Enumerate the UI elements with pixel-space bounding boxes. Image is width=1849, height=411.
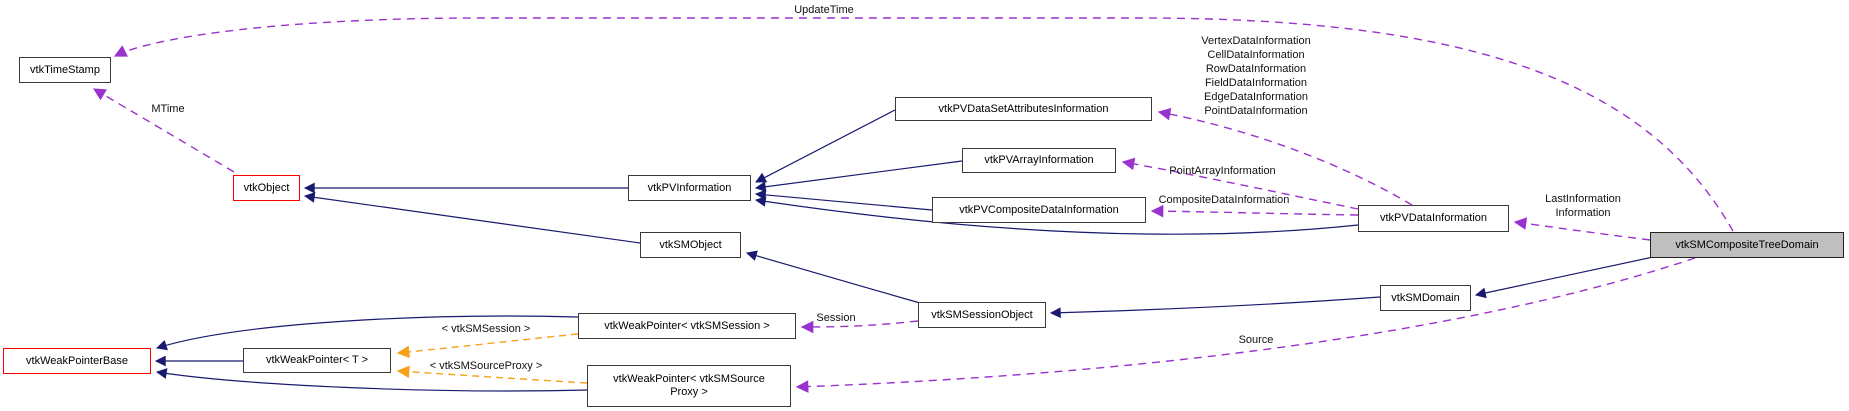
node-vtksmdomain[interactable]: vtkSMDomain <box>1380 285 1471 311</box>
node-vtkpvinformation[interactable]: vtkPVInformation <box>628 175 751 201</box>
node-vtkpvdatasetattributesinformation[interactable]: vtkPVDataSetAttributesInformation <box>895 97 1152 121</box>
edge-label-updatetime: UpdateTime <box>794 4 854 16</box>
node-label: vtkPVDataSetAttributesInformation <box>938 102 1109 115</box>
node-label: vtkPVDataInformation <box>1380 212 1487 224</box>
edge-inheritance-pvdatainfo-to-pvinformation <box>754 196 1359 235</box>
edge-label-lastinformation: LastInformation Information <box>1533 192 1633 220</box>
edge-usage-compositedata <box>1150 204 1359 218</box>
node-vtktimestamp[interactable]: vtkTimeStamp <box>19 57 111 83</box>
node-label: vtkObject <box>243 181 290 194</box>
node-vtkobject[interactable]: vtkObject <box>233 175 300 201</box>
edge-label-pointarrayinformation: PointArrayInformation <box>1169 165 1276 177</box>
edge-label-line: EdgeDataInformation <box>1204 91 1308 103</box>
node-label: vtkPVCompositeDataInformation <box>959 203 1119 216</box>
edge-label-template-vtksmsession: < vtkSMSession > <box>441 323 531 335</box>
node-vtkweakpointer-vtksmsession[interactable]: vtkWeakPointer< vtkSMSession > <box>578 313 796 339</box>
node-vtkpvdatainformation[interactable]: vtkPVDataInformation <box>1358 205 1509 232</box>
edge-usage-attrinfos <box>1157 107 1413 206</box>
node-label: vtkWeakPointer< vtkSMSession > <box>604 319 770 332</box>
edge-template-session <box>396 333 579 359</box>
edge-template-sourceproxy <box>396 365 588 384</box>
edge-label-line: Information <box>1555 207 1611 219</box>
edge-usage-pointarray <box>1121 157 1359 210</box>
edge-label-compositedatainformation: CompositeDataInformation <box>1158 194 1290 206</box>
node-label: vtkPVInformation <box>647 181 732 194</box>
edge-label-line: LastInformation <box>1545 193 1621 205</box>
node-vtkweakpointerbase[interactable]: vtkWeakPointerBase <box>3 348 151 374</box>
edge-inheritance-wpsourceproxy-to-wpbase <box>155 368 590 392</box>
node-vtkweakpointer-t[interactable]: vtkWeakPointer< T > <box>243 348 391 373</box>
node-vtksmcompositetreedomain[interactable]: vtkSMCompositeTreeDomain <box>1650 232 1844 258</box>
edge-inheritance-pvarray-to-pvinformation <box>754 160 963 193</box>
edge-label-mtime: MTime <box>151 103 185 115</box>
edge-usage-source <box>795 257 1696 393</box>
node-label-line1: vtkWeakPointer< vtkSMSource <box>613 373 765 385</box>
edge-usage-updatetime <box>113 17 1734 232</box>
edge-usage-mtime <box>92 88 235 173</box>
node-label: vtkSMObject <box>659 238 722 251</box>
edge-label-line: PointDataInformation <box>1204 105 1308 117</box>
edge-inheritance-pvdsattr-to-pvinformation <box>755 109 896 183</box>
edge-label-line: FieldDataInformation <box>1204 77 1308 89</box>
node-label: vtkPVArrayInformation <box>984 154 1094 166</box>
edge-inheritance-pvcomposite-to-pvinformation <box>754 189 933 211</box>
node-label-line2: Proxy > <box>670 386 708 398</box>
node-vtksmobject[interactable]: vtkSMObject <box>640 232 741 258</box>
edge-inheritance-smobject-to-vtkobject <box>303 192 641 244</box>
edge-label-line: CellDataInformation <box>1207 49 1305 61</box>
node-label: vtkWeakPointerBase <box>26 354 128 367</box>
edge-label-line: VertexDataInformation <box>1201 35 1311 47</box>
edge-inheritance-smdomain-to-smsessionobj <box>1049 296 1381 319</box>
node-vtkpvarrayinformation[interactable]: vtkPVArrayInformation <box>962 148 1116 173</box>
edge-inheritance-smcomposite-to-smdomain <box>1474 256 1654 299</box>
node-vtksmsessionobject[interactable]: vtkSMSessionObject <box>918 302 1046 328</box>
edge-inheritance-wpsession-to-wpbase <box>155 315 579 351</box>
node-label: vtkWeakPointer< T > <box>265 354 369 366</box>
node-label: vtkSMCompositeTreeDomain <box>1675 238 1819 251</box>
node-label: vtkSMSessionObject <box>931 308 1033 321</box>
node-vtkweakpointer-vtksmsourceproxy[interactable]: vtkWeakPointer< vtkSMSource Proxy > <box>587 365 791 407</box>
edge-label-template-vtksmsourceproxy: < vtkSMSourceProxy > <box>429 360 543 372</box>
edge-inheritance-smsessionobj-to-smobject <box>745 250 921 304</box>
edge-label-session: Session <box>816 312 856 324</box>
edge-label-attribute-informations: VertexDataInformation CellDataInformatio… <box>1186 34 1326 118</box>
edge-label-line: RowDataInformation <box>1205 63 1307 75</box>
edge-usage-session <box>800 320 919 334</box>
edge-label-source: Source <box>1238 334 1274 346</box>
node-vtkpvcompositedatainformation[interactable]: vtkPVCompositeDataInformation <box>932 197 1146 223</box>
node-label: vtkSMDomain <box>1391 291 1460 304</box>
node-label: vtkTimeStamp <box>30 63 100 76</box>
edge-usage-lastinformation <box>1513 217 1651 241</box>
